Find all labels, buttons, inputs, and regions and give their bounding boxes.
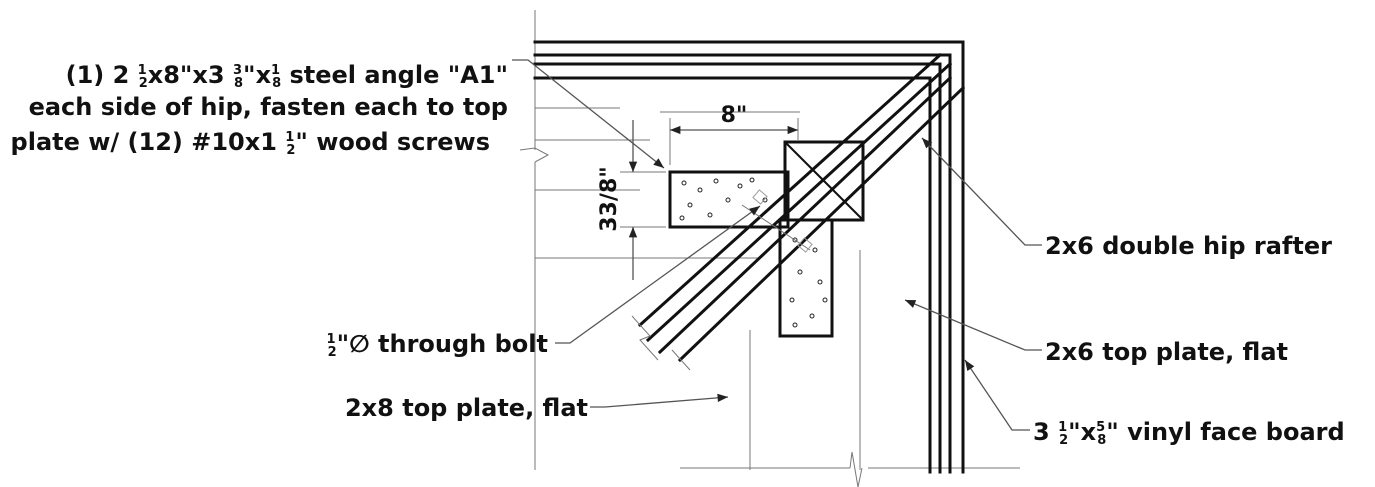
leaders	[512, 59, 1042, 431]
face-board-and-plates	[533, 40, 965, 474]
top-plate-2x6-callout: 2x6 top plate, flat	[1045, 338, 1288, 366]
dimension-width-label: 8"	[721, 103, 748, 128]
double-hip-rafter	[631, 52, 966, 371]
angle-callout-line-2: each side of hip, fasten each to top	[29, 93, 508, 121]
top-plate-2x8-callout: 2x8 top plate, flat	[345, 394, 588, 422]
dimension-height: 33/8"	[597, 120, 666, 280]
hip-rafter-callout: 2x6 double hip rafter	[1045, 232, 1332, 260]
construction-lines	[519, 10, 1020, 487]
dimension-width: 8"	[669, 103, 799, 165]
steel-angle-a1	[668, 140, 865, 338]
dimension-height-label: 33/8"	[597, 166, 622, 231]
